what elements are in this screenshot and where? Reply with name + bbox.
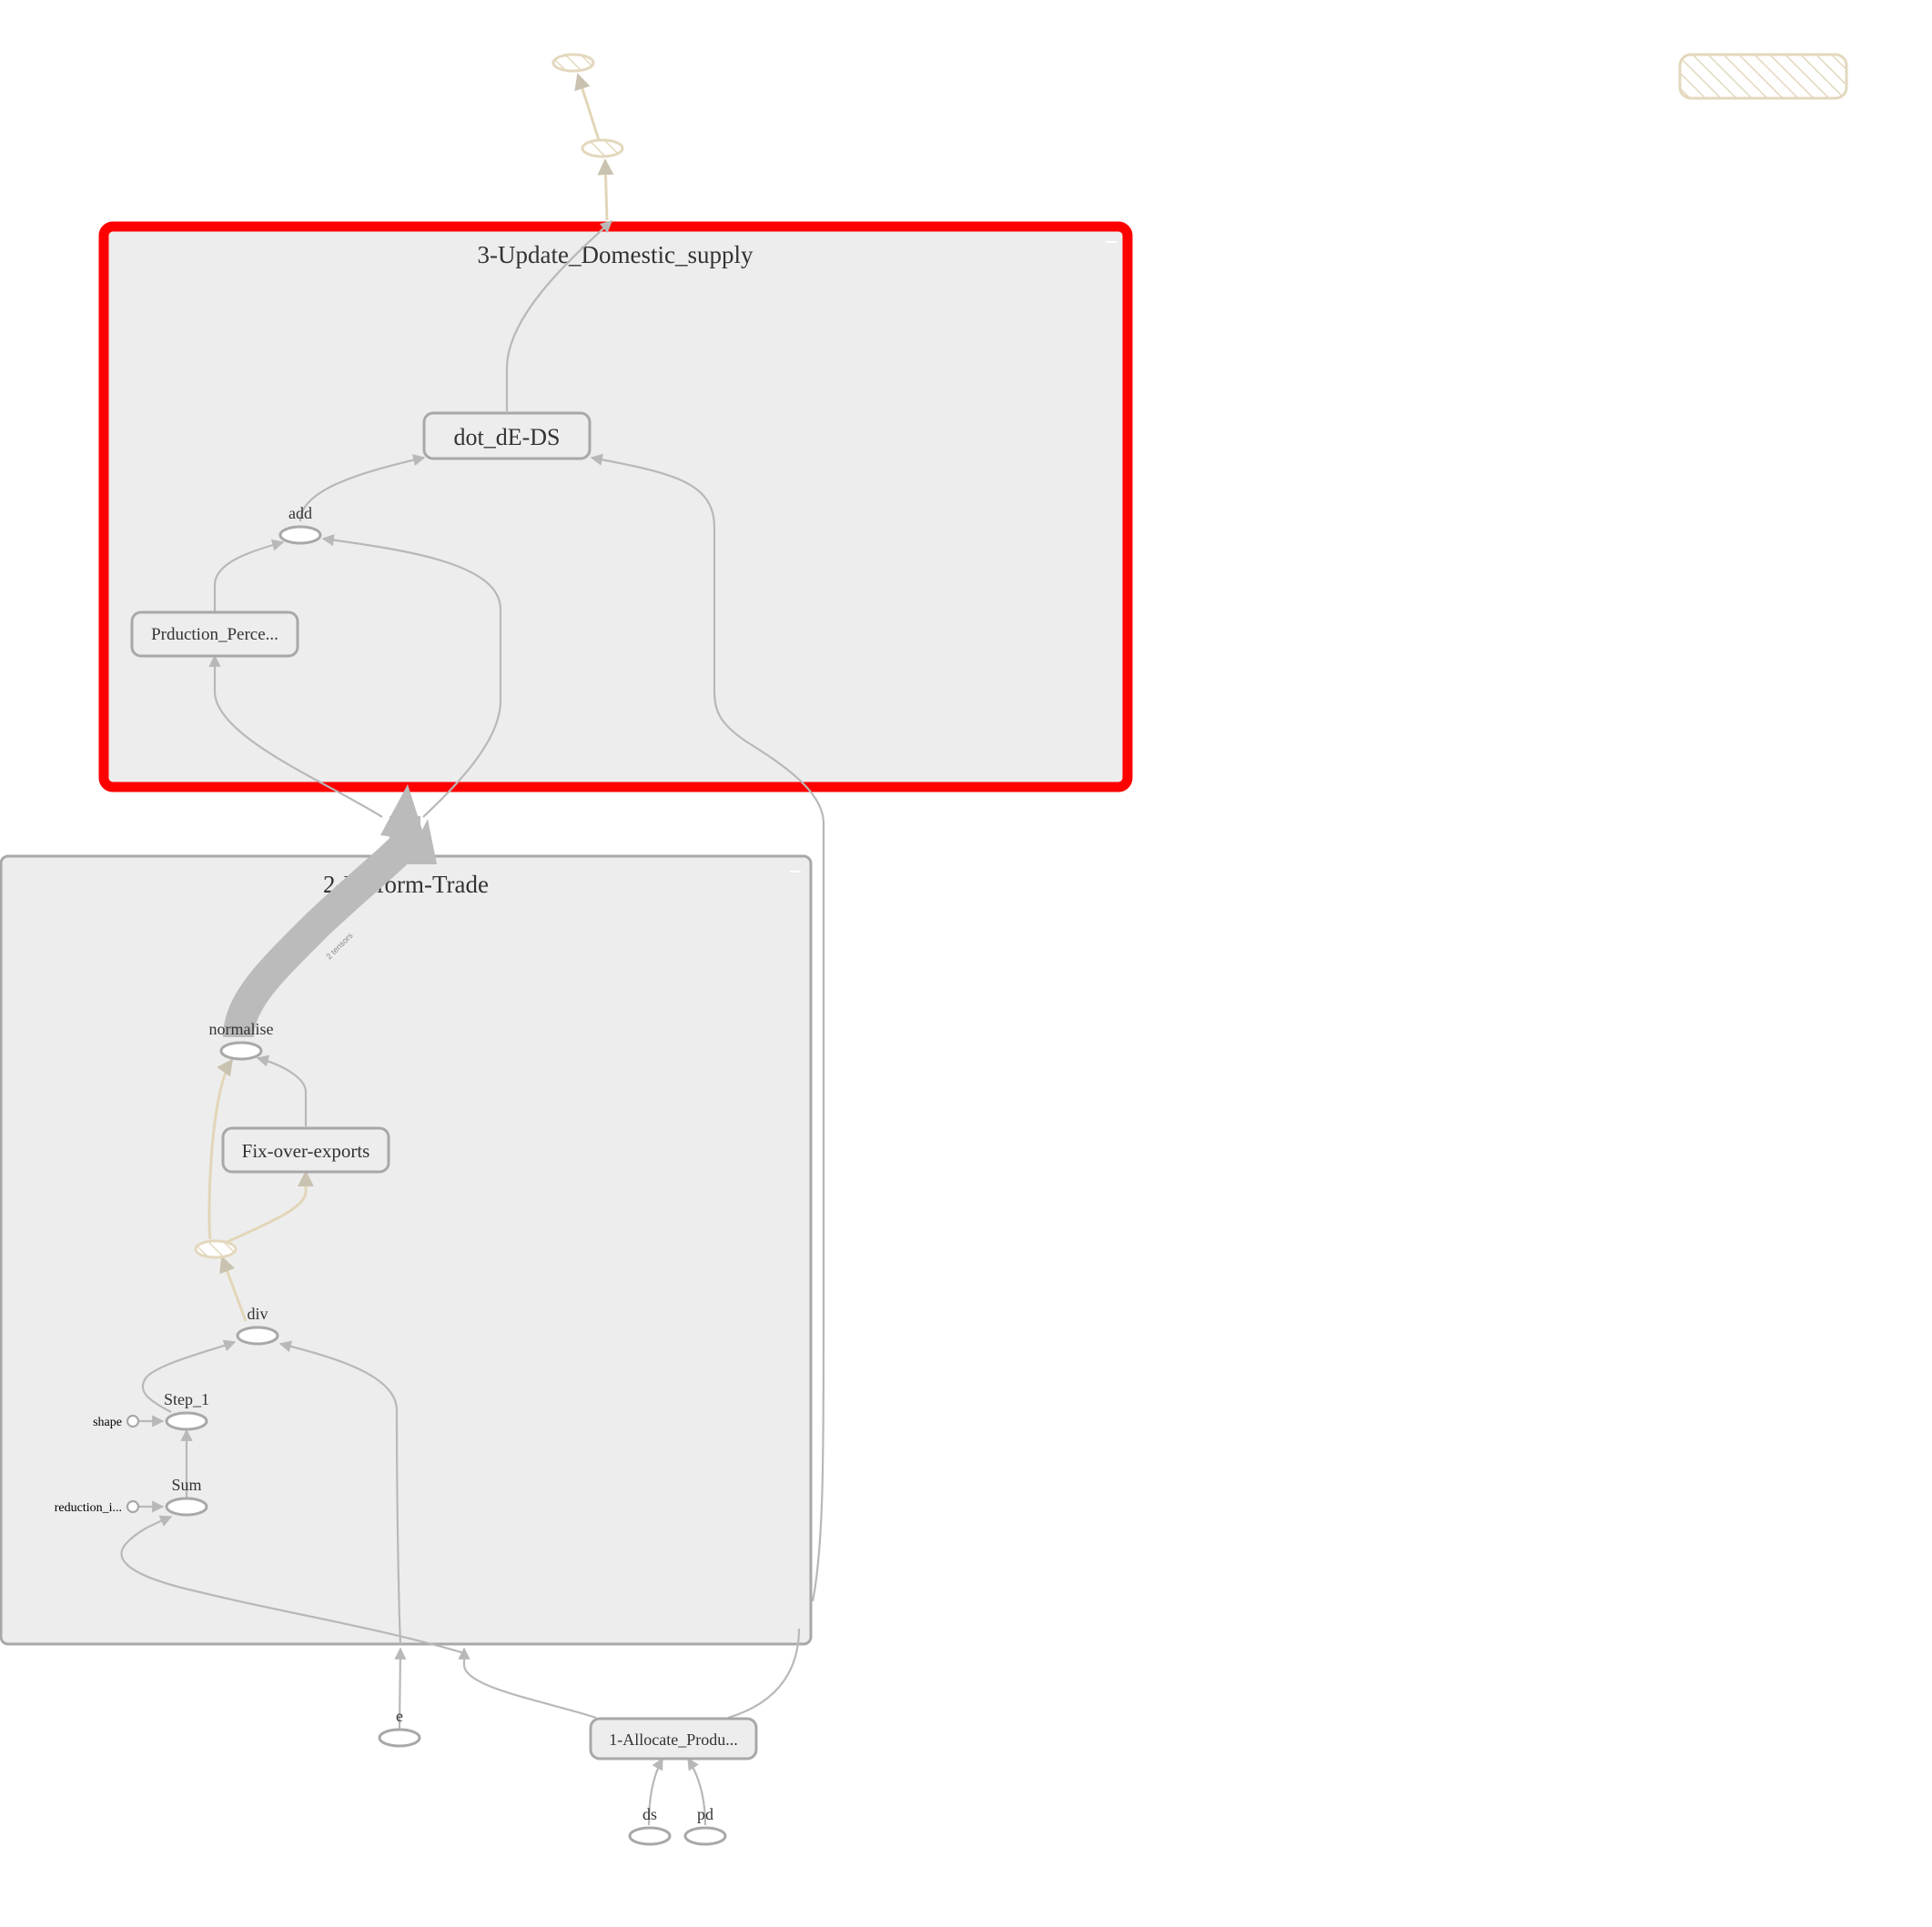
node-sum[interactable]: Sum: [165, 1476, 208, 1517]
node-step-1-label: Step_1: [164, 1390, 209, 1408]
edge-in-to-add: [321, 534, 502, 818]
edge-in-to-prduction: [208, 654, 383, 818]
reference-ellipse-upper[interactable]: [581, 138, 624, 158]
edge-group-to-upper: [597, 158, 614, 221]
edge-e-in-to-div: [278, 1340, 402, 1645]
group-update-domestic-supply[interactable]: 3-Update_Domestic_supply: [98, 221, 1133, 792]
reference-node-legend[interactable]: [1678, 53, 1848, 100]
group-perform-trade[interactable]: 2-Perform-Trade: [0, 854, 813, 1646]
group-update-domestic-supply-box[interactable]: [98, 221, 1133, 792]
group-update-domestic-supply-title: 3-Update_Domestic_supply: [478, 241, 754, 268]
node-prduction-perce-label: Prduction_Perce...: [151, 625, 278, 644]
edge-fix-to-normalise: [256, 1054, 308, 1126]
node-pd[interactable]: pd: [683, 1805, 727, 1846]
node-prduction-perce[interactable]: Prduction_Perce...: [130, 610, 299, 658]
edge-ref-upper-to-top: [574, 73, 601, 141]
node-div[interactable]: div: [236, 1305, 279, 1346]
node-ds-label: ds: [642, 1805, 657, 1823]
node-reduction-i-dot[interactable]: [126, 1499, 140, 1514]
node-div-label: div: [247, 1305, 268, 1323]
node-ds[interactable]: ds: [628, 1805, 672, 1846]
node-reduction-i-label: reduction_i...: [55, 1501, 122, 1515]
node-sum-label: Sum: [171, 1476, 201, 1494]
node-dot-de-ds[interactable]: dot_dE-DS: [422, 411, 592, 460]
node-normalise-label: normalise: [209, 1020, 274, 1038]
edge-ref-to-fix: [225, 1170, 314, 1245]
edge-thick-normalise-to-update: [223, 816, 420, 1039]
node-reduction-i[interactable]: reduction_i...: [55, 1499, 140, 1515]
edge-thick-arrowhead-1: [380, 784, 426, 842]
edge-thick-arrowhead-2: [405, 819, 437, 864]
node-shape-label: shape: [93, 1416, 122, 1429]
edge-dot-to-output: [505, 220, 612, 411]
edge-div-to-ref: [219, 1256, 248, 1322]
node-e-label: e: [396, 1707, 403, 1725]
reference-ellipse-trade[interactable]: [194, 1239, 238, 1259]
node-normalise[interactable]: normalise: [209, 1020, 274, 1061]
node-shape[interactable]: shape: [93, 1414, 140, 1429]
node-allocate-produ-label: 1-Allocate_Produ...: [609, 1730, 737, 1749]
edge-allocate-to-dot: [590, 453, 825, 1602]
edge-allocate-to-update: [727, 1628, 801, 1720]
edge-add-to-dot: [298, 454, 426, 522]
node-step-1[interactable]: Step_1: [164, 1390, 209, 1431]
node-fix-over-exports-label: Fix-over-exports: [242, 1140, 370, 1162]
node-dot-de-ds-label: dot_dE-DS: [454, 424, 561, 450]
node-e[interactable]: e: [378, 1707, 421, 1748]
edge-step-to-div: [141, 1339, 237, 1413]
node-allocate-produ[interactable]: 1-Allocate_Produ...: [589, 1717, 758, 1761]
edge-pd-to-allocate: [687, 1757, 707, 1826]
edge-ds-to-allocate: [647, 1757, 663, 1826]
group-perform-trade-box[interactable]: [0, 854, 813, 1646]
reference-ellipse-top[interactable]: [551, 53, 595, 73]
node-add-label: add: [288, 504, 312, 522]
edge-ref-to-normalise: [207, 1058, 234, 1240]
node-shape-dot[interactable]: [126, 1414, 140, 1428]
node-pd-label: pd: [697, 1805, 713, 1823]
node-add[interactable]: add: [278, 504, 322, 545]
edge-prduction-to-add: [213, 539, 285, 611]
node-fix-over-exports[interactable]: Fix-over-exports: [221, 1126, 390, 1174]
edge-allocate-to-trade: [458, 1647, 597, 1720]
edge-in-to-sum: [120, 1515, 465, 1655]
